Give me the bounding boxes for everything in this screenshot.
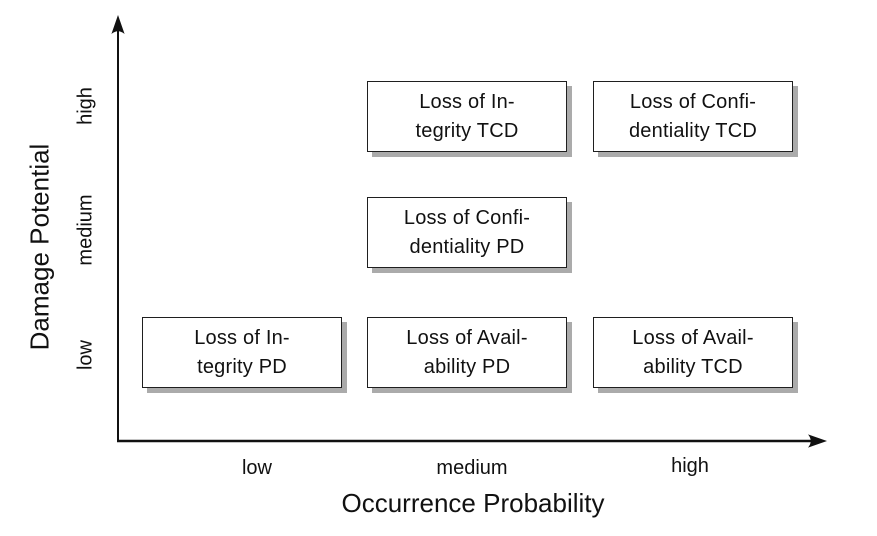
box-text-line: Loss of Confi- bbox=[403, 206, 531, 229]
box-text-line: tegrity TCD bbox=[415, 119, 519, 142]
box-loss-of-availability-pd: Loss of Avail- ability PD bbox=[367, 317, 567, 388]
box-text-line: Loss of Confi- bbox=[629, 90, 757, 113]
box-text-line: Loss of Avail- bbox=[406, 326, 528, 349]
x-axis-arrowhead-icon bbox=[808, 434, 827, 448]
box-text-line: Loss of In- bbox=[419, 90, 515, 113]
y-tick-high: high bbox=[74, 87, 97, 125]
y-tick-low: low bbox=[74, 339, 97, 371]
box-text-line: ability TCD bbox=[643, 355, 743, 378]
box-loss-of-confidentiality-tcd: Loss of Confi- dentiality TCD bbox=[593, 81, 793, 152]
box-loss-of-availability-tcd: Loss of Avail- ability TCD bbox=[593, 317, 793, 388]
box-text-line: dentiality PD bbox=[409, 235, 525, 258]
box-text-line: tegrity PD bbox=[197, 355, 287, 378]
box-loss-of-integrity-pd: Loss of In- tegrity PD bbox=[142, 317, 342, 388]
x-tick-medium: medium bbox=[436, 457, 508, 479]
box-text-line: Loss of Avail- bbox=[632, 326, 754, 349]
y-axis-arrowhead-icon bbox=[111, 15, 125, 34]
box-loss-of-confidentiality-pd: Loss of Confi- dentiality PD bbox=[367, 197, 567, 268]
box-text-line: dentiality TCD bbox=[628, 119, 758, 142]
box-loss-of-integrity-tcd: Loss of In- tegrity TCD bbox=[367, 81, 567, 152]
y-tick-medium: medium bbox=[74, 194, 97, 266]
x-tick-low: low bbox=[241, 457, 273, 479]
x-tick-high: high bbox=[671, 455, 709, 477]
box-text-line: Loss of In- bbox=[194, 326, 290, 349]
box-text-line: ability PD bbox=[423, 355, 511, 378]
y-axis-title: Damage Potential bbox=[24, 143, 55, 351]
x-axis-title: Occurrence Probability bbox=[341, 488, 605, 518]
